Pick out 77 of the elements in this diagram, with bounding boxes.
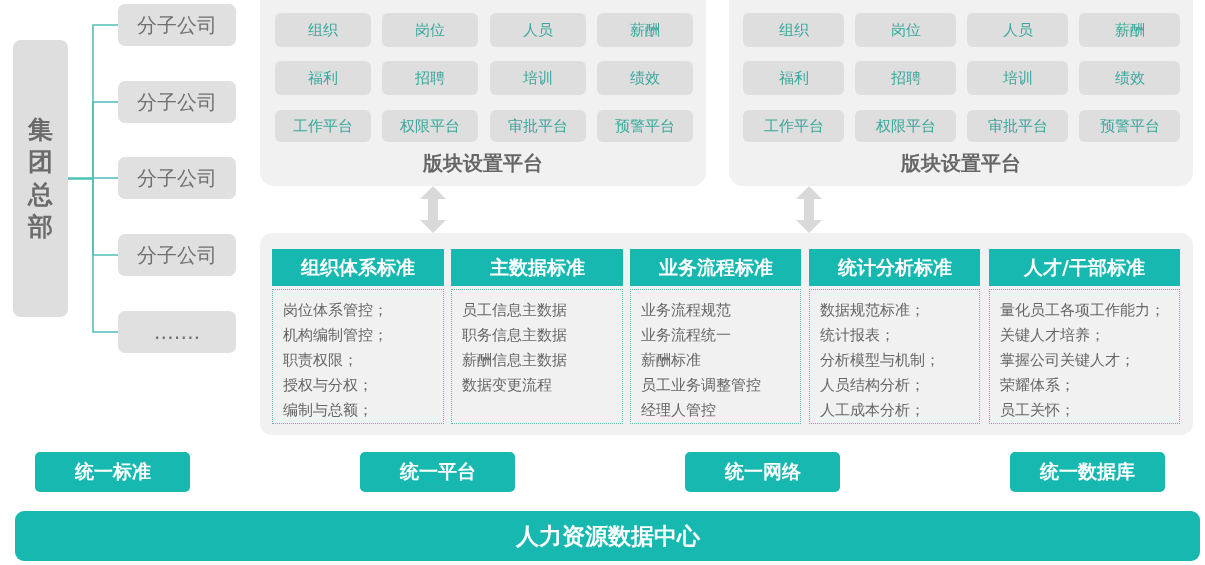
module-tile: 预警平台 [1079,110,1180,142]
list-item: 员工信息主数据 [462,300,567,321]
list-item: 职责权限； [283,350,358,371]
module-tile: 培训 [967,61,1068,95]
module-tile: 培训 [490,61,586,95]
column-header: 统计分析标准 [809,249,980,286]
panel-title: 版块设置平台 [901,151,1021,175]
module-tile: 组织 [743,13,844,47]
list-item: 业务流程统一 [641,325,731,346]
list-item: 人员结构分析； [820,375,925,396]
list-item: 编制与总额； [283,400,373,421]
module-tile: 绩效 [597,61,693,95]
headquarters-box: 集团总部 [13,40,68,317]
unify-label: 统一数据库 [1010,452,1165,492]
platform-panel [729,0,1193,186]
list-box [989,289,1180,424]
list-box [630,289,801,424]
module-tile: 工作平台 [275,110,371,142]
subsidiary-box: 分子公司 [118,4,236,46]
connector-line [67,177,119,333]
list-item: 人工成本分析； [820,400,925,421]
list-item: 数据变更流程 [462,375,552,396]
list-item: 薪酬标准 [641,350,701,371]
module-tile: 预警平台 [597,110,693,142]
list-box [809,289,980,424]
unify-label: 统一网络 [685,452,840,492]
list-item: 数据规范标准； [820,300,925,321]
column-header: 业务流程标准 [630,249,801,286]
double-arrow [420,186,446,233]
unify-label: 统一平台 [360,452,515,492]
subsidiary-box: 分子公司 [118,157,236,199]
list-item: 经理人管控 [641,400,716,421]
subsidiary-box: ……. [118,311,236,353]
module-tile: 人员 [967,13,1068,47]
module-tile: 人员 [490,13,586,47]
list-item: 关键人才培养； [1000,325,1105,346]
list-item: 岗位体系管控； [283,300,388,321]
module-tile: 岗位 [855,13,956,47]
double-arrow [796,186,822,233]
module-tile: 福利 [275,61,371,95]
module-tile: 招聘 [855,61,956,95]
list-item: 机构编制管控； [283,325,388,346]
list-box [272,289,444,424]
module-tile: 组织 [275,13,371,47]
list-item: 掌握公司关键人才； [1000,350,1135,371]
module-tile: 岗位 [382,13,478,47]
list-item: 业务流程规范 [641,300,731,321]
module-tile: 招聘 [382,61,478,95]
module-tile: 审批平台 [490,110,586,142]
standards-panel [260,233,1193,435]
column-header: 人才/干部标准 [989,249,1180,286]
module-tile: 薪酬 [1079,13,1180,47]
banner-bar: 人力资源数据中心 [15,511,1200,561]
module-tile: 工作平台 [743,110,844,142]
list-item: 授权与分权； [283,375,373,396]
list-item: 统计报表； [820,325,895,346]
list-item: 员工业务调整管控 [641,375,761,396]
module-tile: 薪酬 [597,13,693,47]
module-tile: 权限平台 [855,110,956,142]
list-item: 职务信息主数据 [462,325,567,346]
list-item: 分析模型与机制； [820,350,940,371]
subsidiary-box: 分子公司 [118,234,236,276]
column-header: 主数据标准 [451,249,623,286]
unify-label: 统一标准 [35,452,190,492]
module-tile: 绩效 [1079,61,1180,95]
list-item: 量化员工各项工作能力； [1000,300,1165,321]
list-item: 荣耀体系； [1000,375,1075,396]
list-item: 薪酬信息主数据 [462,350,567,371]
module-tile: 福利 [743,61,844,95]
module-tile: 审批平台 [967,110,1068,142]
module-tile: 权限平台 [382,110,478,142]
list-box [451,289,623,424]
column-header: 组织体系标准 [272,249,444,286]
list-item: 员工关怀； [1000,400,1075,421]
subsidiary-box: 分子公司 [118,81,236,123]
panel-title: 版块设置平台 [423,151,543,175]
platform-panel [260,0,706,186]
